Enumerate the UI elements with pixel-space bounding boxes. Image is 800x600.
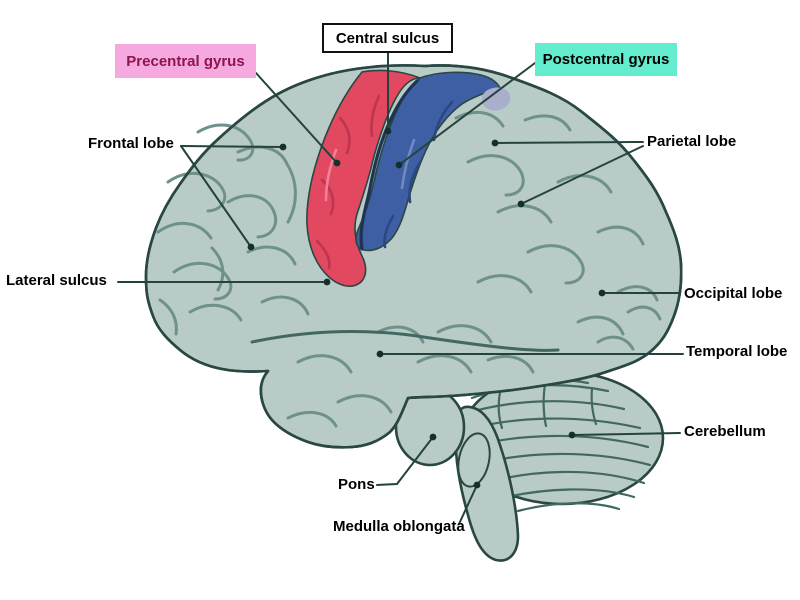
dot-lateral-sulcus xyxy=(323,278,331,286)
leader-lines xyxy=(117,51,684,525)
dot-medulla-oblongata xyxy=(473,481,481,489)
paracentral-patch xyxy=(482,87,511,111)
label-lateral-sulcus: Lateral sulcus xyxy=(6,272,107,289)
label-central-sulcus-text: Central sulcus xyxy=(335,29,440,47)
label-cerebellum: Cerebellum xyxy=(684,423,766,440)
leader-frontal-lobe-b xyxy=(180,145,252,248)
label-central-sulcus: Central sulcus xyxy=(322,23,453,53)
precentral-gyrus-region xyxy=(306,69,421,287)
label-temporal-lobe: Temporal lobe xyxy=(686,343,788,360)
cerebrum-outline xyxy=(144,64,683,449)
dot-postcentral-gyrus xyxy=(395,161,403,169)
dot-parietal-lobe-a xyxy=(491,139,499,147)
gyri-folds xyxy=(156,110,662,428)
leader-medulla-oblongata xyxy=(458,484,478,525)
leader-pons xyxy=(376,436,434,486)
highlighted-regions xyxy=(306,69,511,287)
dot-precentral-gyrus xyxy=(333,159,341,167)
dot-occipital-lobe xyxy=(598,289,606,297)
postcentral-gyrus-region xyxy=(355,71,502,252)
dot-central-sulcus xyxy=(384,127,392,135)
label-parietal-lobe: Parietal lobe xyxy=(647,133,737,150)
leader-parietal-lobe-a xyxy=(494,141,644,144)
label-postcentral-gyrus: Postcentral gyrus xyxy=(535,43,677,76)
leader-cerebellum xyxy=(571,432,681,436)
label-occipital-lobe: Occipital lobe xyxy=(684,285,783,302)
lateral-sulcus-groove xyxy=(250,330,560,352)
label-frontal-lobe: Frontal lobe xyxy=(88,135,174,152)
label-medulla-oblongata: Medulla oblongata xyxy=(333,518,465,535)
dot-frontal-lobe-b xyxy=(247,243,255,251)
leader-frontal-lobe-a xyxy=(180,145,284,148)
dot-frontal-lobe-a xyxy=(279,143,287,151)
dot-cerebellum xyxy=(568,431,576,439)
leader-postcentral-gyrus xyxy=(398,62,536,166)
central-sulcus-groove xyxy=(359,79,419,251)
label-pons: Pons xyxy=(338,476,375,493)
dot-temporal-lobe xyxy=(376,350,384,358)
dot-parietal-lobe-b xyxy=(517,200,525,208)
label-precentral-gyrus: Precentral gyrus xyxy=(115,44,256,78)
medulla-oblongata-shape xyxy=(457,432,491,488)
leader-precentral-gyrus xyxy=(255,72,338,164)
label-precentral-gyrus-text: Precentral gyrus xyxy=(126,52,245,70)
dot-pons xyxy=(429,433,437,441)
leader-parietal-lobe-b xyxy=(520,145,644,205)
label-postcentral-gyrus-text: Postcentral gyrus xyxy=(542,51,670,68)
